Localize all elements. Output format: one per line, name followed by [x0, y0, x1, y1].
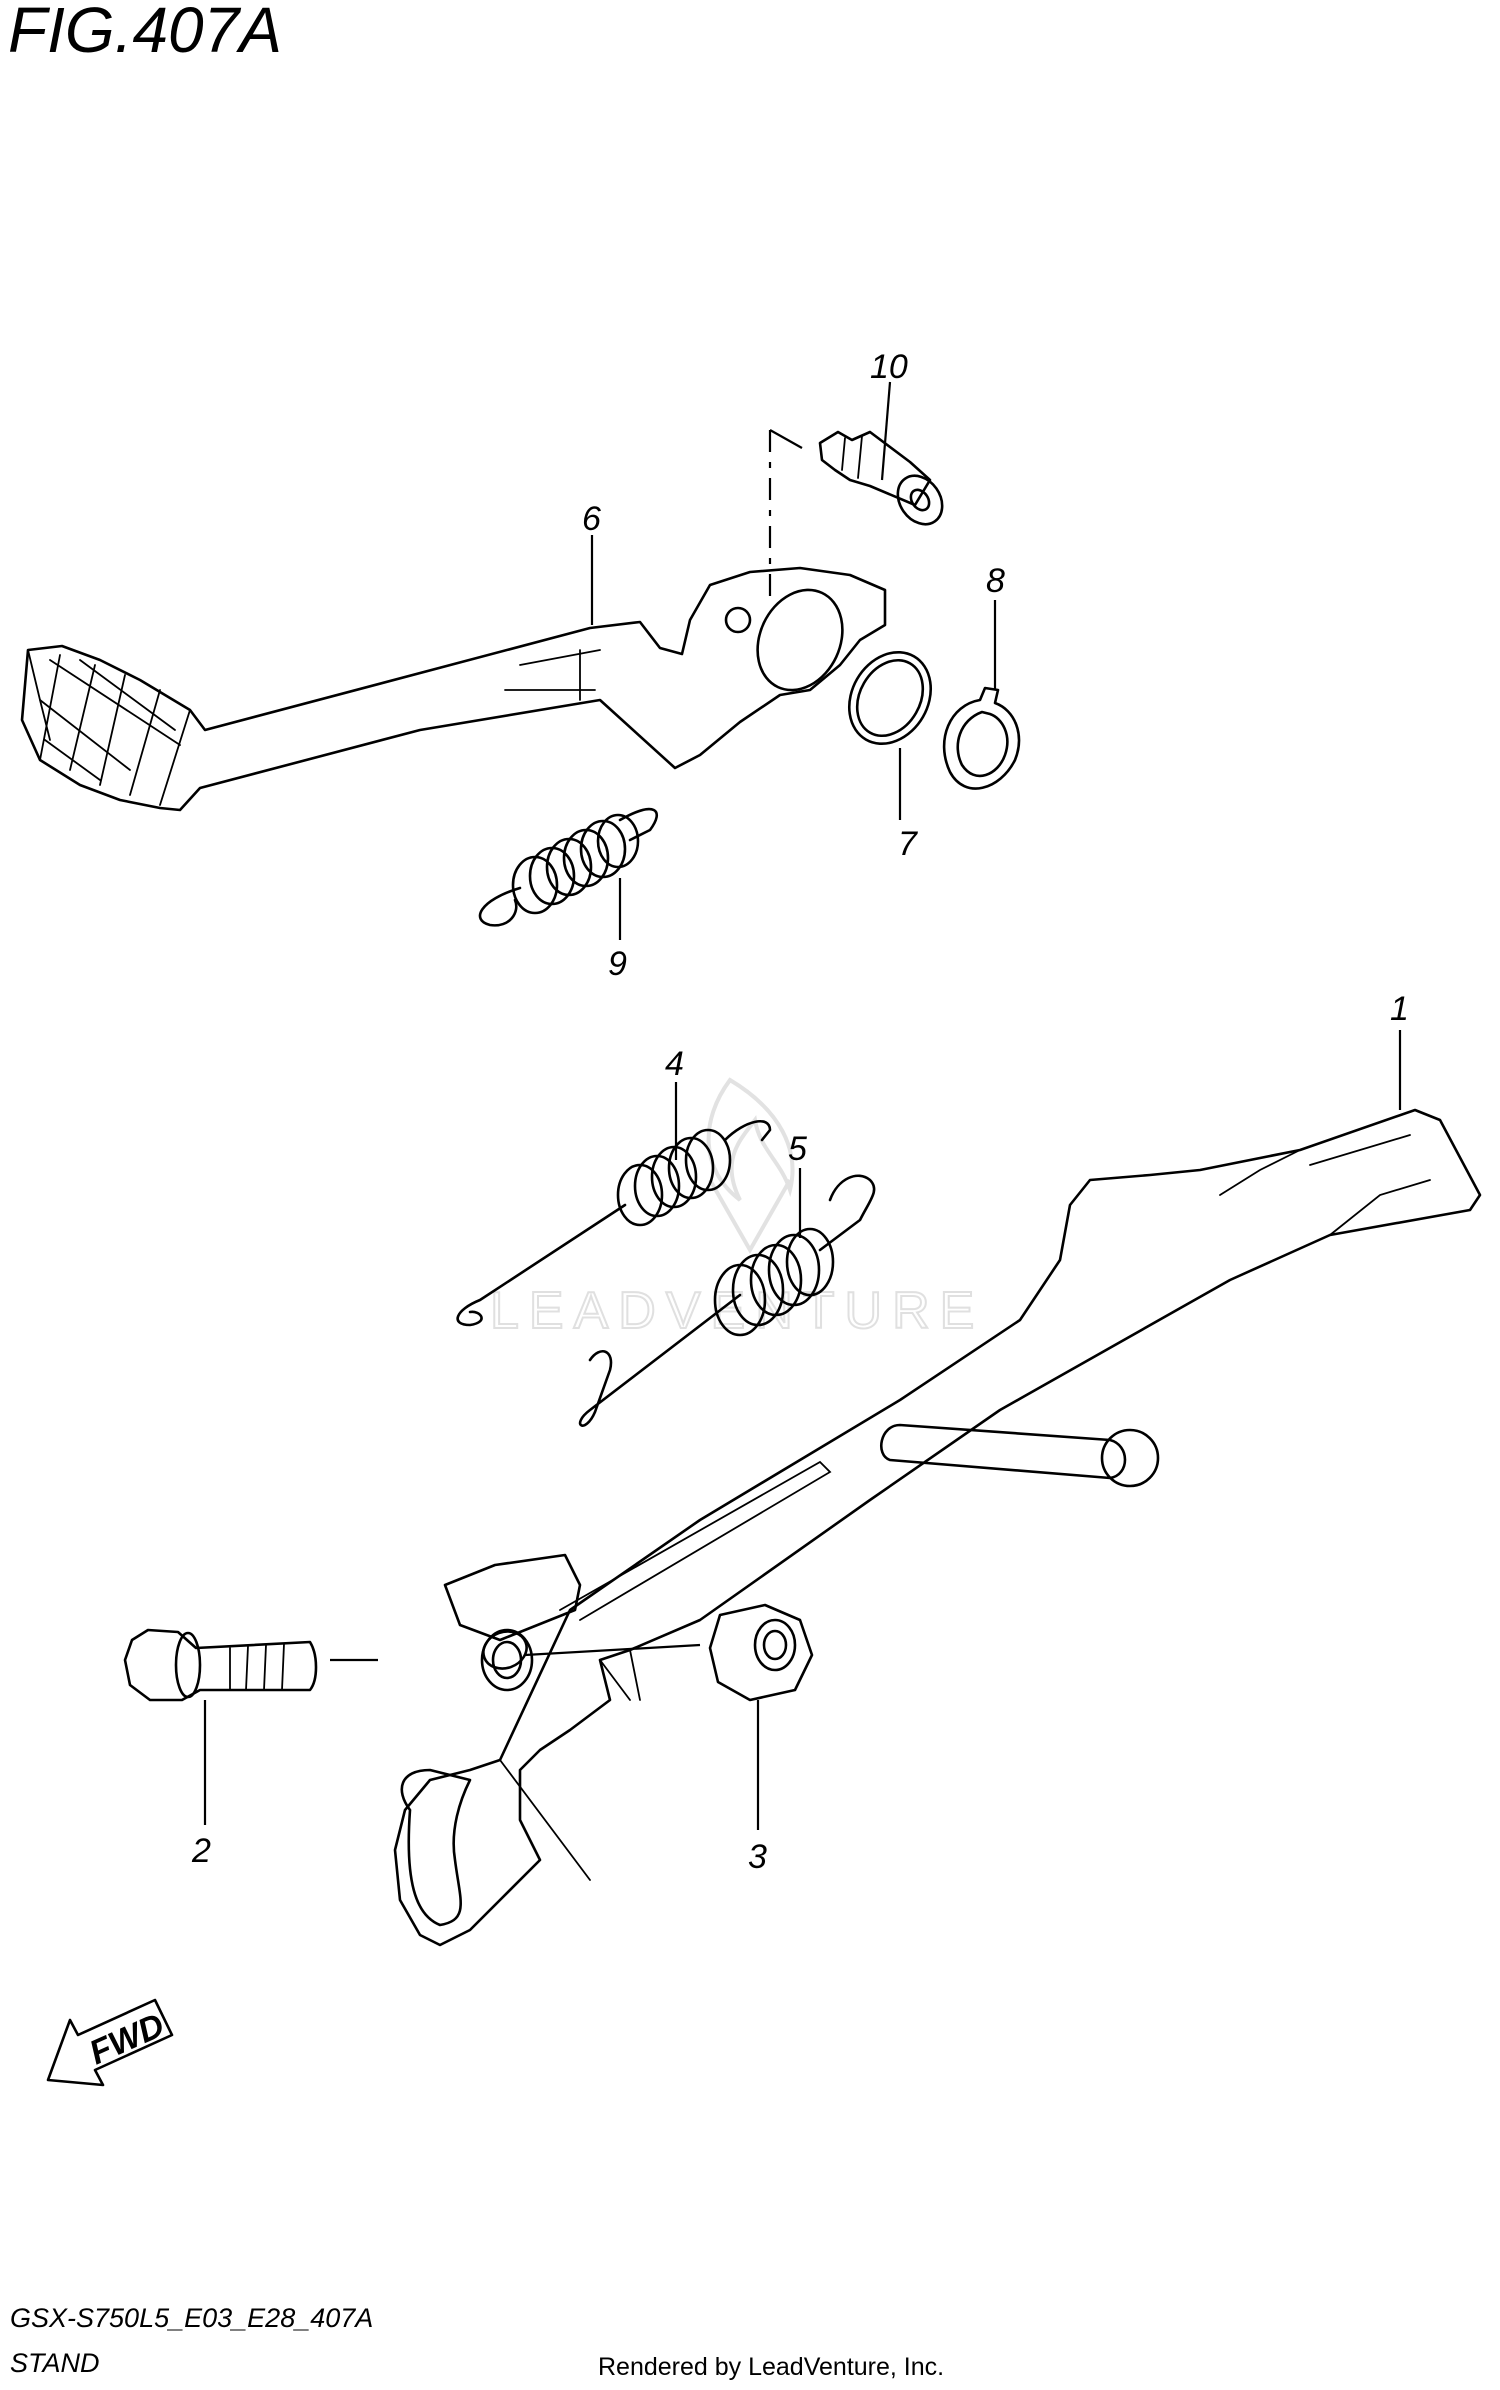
- callout-5: 5: [788, 1130, 807, 1168]
- part-8-circlip: [942, 686, 1021, 790]
- callout-2: 2: [191, 1832, 211, 1870]
- callout-9: 9: [608, 945, 627, 983]
- callout-8: 8: [986, 562, 1005, 600]
- part-3-nut: [708, 1603, 814, 1702]
- callout-7: 7: [898, 825, 918, 863]
- part-1-side-stand: [393, 1108, 1482, 1947]
- render-credit: Rendered by LeadVenture, Inc.: [598, 2353, 944, 2381]
- leadventure-watermark-logo: [706, 1077, 795, 1255]
- fwd-arrow-icon: FWD: [46, 1998, 174, 2087]
- leader-10: [880, 381, 892, 481]
- callout-3: 3: [748, 1838, 767, 1876]
- part-7-washer: [847, 650, 933, 746]
- part-10-pivot-bolt: [818, 430, 944, 526]
- part-6-lever: [20, 566, 887, 812]
- figure-name: STAND: [10, 2348, 100, 2378]
- callout-10: 10: [870, 348, 908, 386]
- part-9-spring: [478, 807, 658, 927]
- callout-4: 4: [665, 1045, 684, 1083]
- callout-1: 1: [1390, 990, 1409, 1028]
- figure-title: FIG.407A: [8, 0, 282, 66]
- part-2-bolt: [123, 1628, 318, 1702]
- figure-code: GSX-S750L5_E03_E28_407A: [10, 2303, 373, 2333]
- fwd-label: FWD: [84, 2006, 170, 2072]
- part-4-spring: [456, 1120, 772, 1327]
- part-5-spring: [578, 1174, 876, 1427]
- callout-6: 6: [582, 500, 601, 538]
